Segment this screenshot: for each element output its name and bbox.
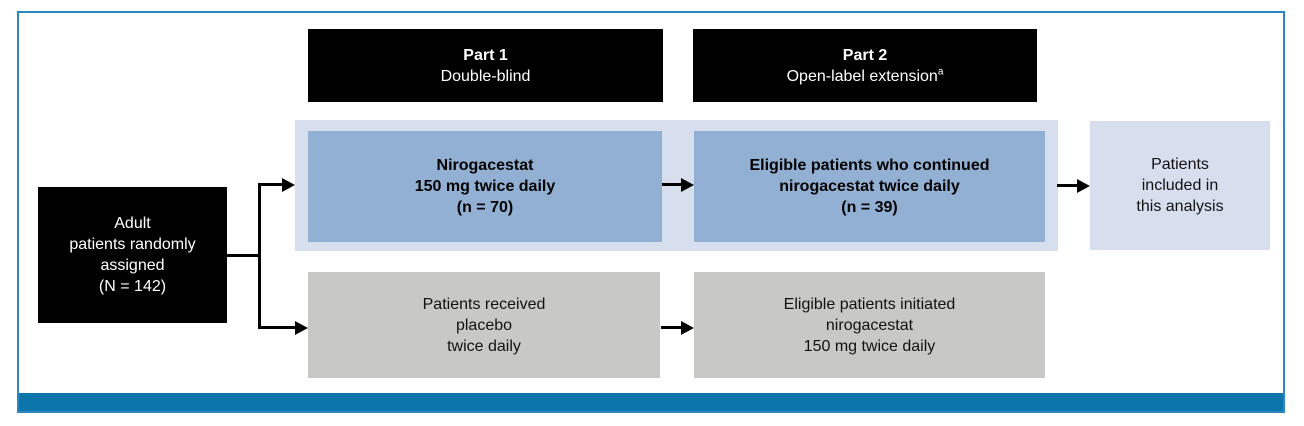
part2-initiated-text: Eligible patients initiated nirogacestat… (783, 295, 956, 355)
part1-nirogacestat-text: Nirogacestat 150 mg twice daily (n = 70) (414, 157, 556, 216)
arrow-to-nirogacestat (260, 183, 282, 186)
randomized-box: Adult patients randomly assigned (N = 14… (38, 187, 227, 323)
analysis-text: Patients included in this analysis (1136, 156, 1224, 215)
arrow-to-analysis (1057, 184, 1077, 187)
connector-horizontal-stub (227, 254, 261, 257)
analysis-box: Patients included in this analysis (1090, 121, 1270, 250)
part1-subtitle: Double-blind (440, 67, 531, 85)
randomized-text: Adult patients randomly assigned (N = 14… (69, 215, 196, 295)
part1-header: Part 1 Double-blind (308, 29, 663, 102)
part2-subtitle: Open-label extensiona (787, 66, 944, 87)
figure-footer-bar (19, 393, 1283, 411)
part1-placebo-box: Patients received placebo twice daily (308, 272, 660, 378)
part2-footnote-marker: a (937, 66, 944, 78)
arrow-placebo-to-initiated (661, 326, 681, 329)
part2-continued-box: Eligible patients who continued nirogace… (694, 131, 1045, 242)
part1-placebo-text: Patients received placebo twice daily (422, 295, 546, 355)
arrow-nirogacestat-to-continued (662, 183, 681, 186)
part2-subtitle-text: Open-label extension (786, 67, 938, 85)
part2-title: Part 2 (842, 46, 888, 64)
arrow-to-placebo (260, 326, 295, 329)
part1-title: Part 1 (463, 46, 508, 64)
part1-nirogacestat-box: Nirogacestat 150 mg twice daily (n = 70) (308, 131, 662, 242)
part2-header: Part 2 Open-label extensiona (693, 29, 1037, 102)
connector-vertical-branch (258, 183, 261, 329)
part2-continued-text: Eligible patients who continued nirogace… (749, 157, 990, 216)
part2-initiated-box: Eligible patients initiated nirogacestat… (694, 272, 1045, 378)
